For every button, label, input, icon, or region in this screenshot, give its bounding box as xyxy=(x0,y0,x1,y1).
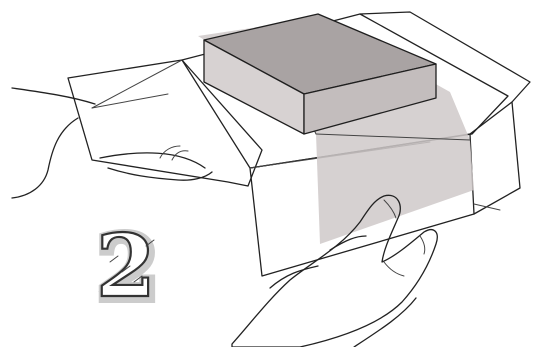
step-number-text: 2 xyxy=(96,216,156,317)
step-number: 2 2 xyxy=(96,216,158,319)
